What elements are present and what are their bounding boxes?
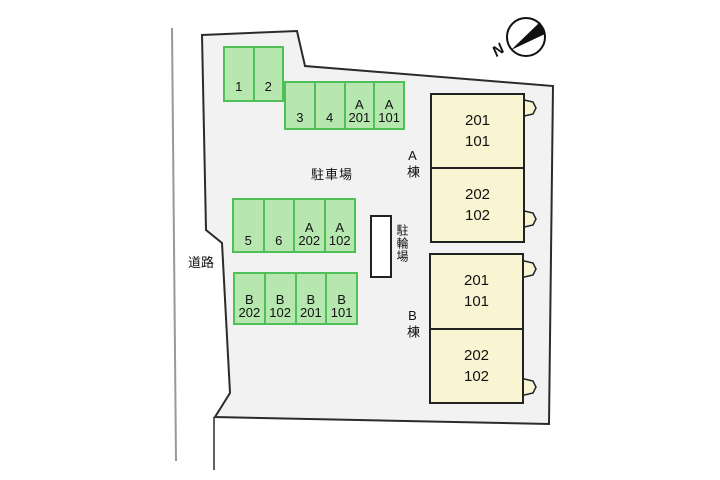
- parking-row-3: 5 6 A 202 A 102: [232, 198, 356, 253]
- parking-stall: 4: [313, 83, 344, 128]
- compass-icon: [506, 17, 546, 57]
- parking-row-1: 1 2: [223, 46, 284, 102]
- building-b: 201 101 202 102: [429, 253, 524, 404]
- building-b-tabs: [519, 259, 537, 397]
- unit-label: 202 102: [431, 327, 522, 403]
- road-left-line: [171, 27, 177, 462]
- parking-stall: 1: [235, 79, 243, 95]
- parking-stall: B 202: [238, 291, 261, 321]
- parking-stall: 6: [262, 200, 294, 251]
- parking-stall: B 201: [294, 274, 326, 323]
- road-label: 道路: [187, 255, 214, 270]
- building-b-name-label: B棟: [405, 308, 420, 340]
- parking-stall: A 201: [343, 83, 374, 128]
- parking-stall: A 102: [323, 200, 355, 251]
- parking-stall: B 102: [263, 274, 295, 323]
- building-a: 201 101 202 102: [430, 93, 525, 243]
- parking-stall: A 101: [373, 83, 403, 128]
- bicycle-parking-label: 駐輪場: [395, 224, 409, 263]
- parking-stall: A 202: [293, 200, 324, 251]
- parking-row-2: 3 4 A 201 A 101: [284, 81, 405, 130]
- parking-stall: 2: [252, 48, 283, 100]
- parking-stall: 3: [296, 110, 304, 126]
- bicycle-parking-box: [370, 215, 392, 278]
- parking-row-4: B 202 B 102 B 201 B 101: [233, 272, 358, 325]
- parking-stall: B 101: [325, 274, 356, 323]
- parking-lot-label: 駐車場: [310, 167, 353, 182]
- building-a-name-label: A棟: [405, 148, 420, 180]
- unit-label: 201 101: [464, 112, 491, 150]
- parking-stall: 5: [244, 233, 252, 249]
- unit-label: 202 102: [432, 167, 523, 241]
- unit-label: 201 101: [463, 272, 490, 311]
